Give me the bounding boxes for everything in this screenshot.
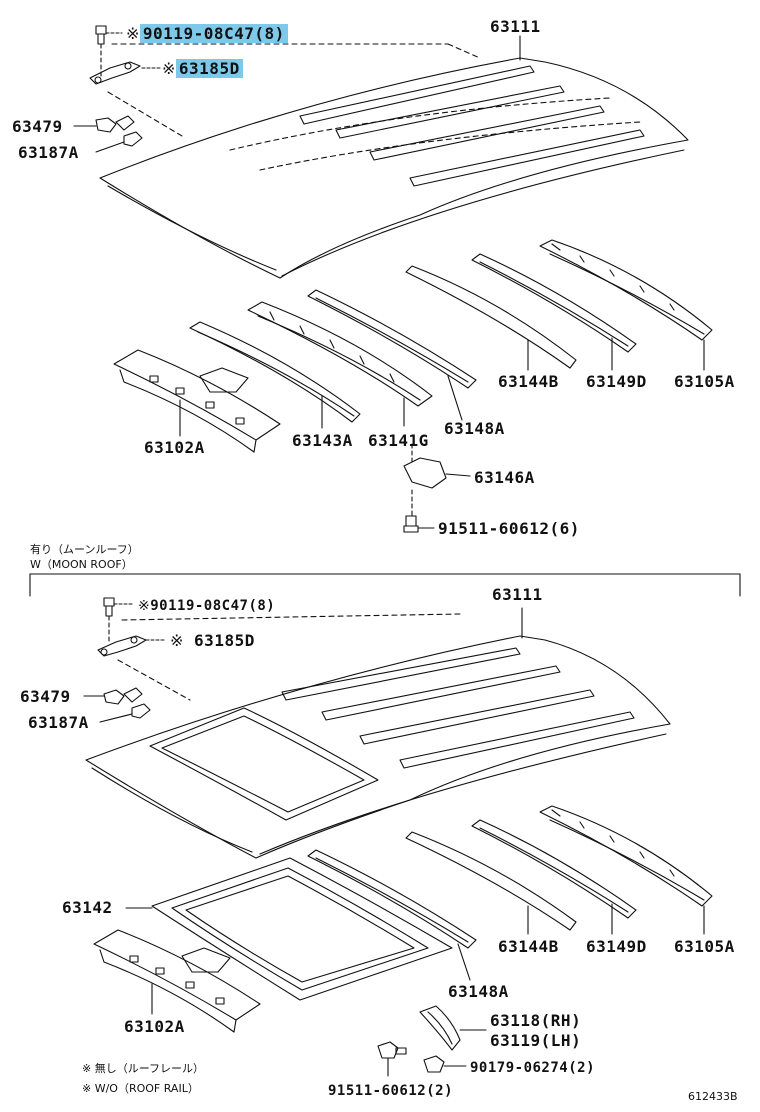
rail-63105a-top [539,239,713,371]
section-title-en: W（MOON ROOF） [30,558,133,571]
label-63149d-bottom: 63149D [586,937,647,956]
label-63102a-bottom: 63102A [124,1017,185,1036]
label-63144b-top: 63144B [498,372,559,391]
bolt-91511-bottom [377,1041,407,1077]
bow-63144b-top [405,265,577,371]
label-91511-top: 91511-60612(6) [438,519,580,538]
bracket-63185d-top [89,43,161,85]
bow-63148a-bottom [307,849,477,981]
clip-63479-bottom [83,687,143,705]
label-91511-bottom: 91511-60612(2) [328,1083,454,1099]
frame-63142-bottom [125,857,453,1001]
bow-63149d-bottom [471,819,637,935]
label-63187a-top: 63187A [18,143,79,162]
bow-63148a-top [307,289,477,421]
label-63105a-bottom: 63105A [674,937,735,956]
label-63146a-top: 63146A [474,468,535,487]
bow-63141g-top [247,301,433,427]
label-90119-top: ※90119-08C47(8) [126,24,288,43]
section-divider [29,573,741,597]
label-63105a-top: 63105A [674,372,735,391]
bracket-63146a-top [403,443,471,517]
bolt-90119-top [95,25,123,45]
label-63142-bottom: 63142 [62,898,113,917]
label-63187a-bottom: 63187A [28,713,89,732]
assembly-lines-bottom [117,613,461,701]
label-63185d-top: ※63185D [162,59,243,78]
clip-63187a-bottom [99,703,151,723]
label-63148a-top: 63148A [444,419,505,438]
label-90119-bottom: ※90119-08C47(8) [138,598,276,614]
bow-63144b-bottom [405,831,577,935]
label-63479-top: 63479 [12,117,63,136]
rail-63105a-bottom [539,805,713,935]
footnote-jp: ※ 無し（ルーフレール） [82,1062,205,1075]
roof-ribs-top [229,65,645,187]
label-63111-top: 63111 [490,17,541,36]
label-63119-lh: 63119(LH) [490,1031,582,1050]
bow-63149d-top [471,253,637,371]
label-63118-rh: 63118(RH) [490,1011,582,1030]
bracket-63185d-bottom [97,635,167,657]
header-63102a-bottom [93,929,261,1033]
bolt-91511-top [403,515,435,533]
label-63141g-top: 63141G [368,431,429,450]
bracket-63118-63119 [419,1005,487,1051]
header-63102a-top [113,349,281,453]
bow-63143a-top [189,321,361,429]
label-63143a-top: 63143A [292,431,353,450]
clip-63187a-top [95,131,143,153]
label-63479-bottom: 63479 [20,687,71,706]
footnote-en: ※ W/O（ROOF RAIL） [82,1082,199,1095]
label-63102a-top: 63102A [144,438,205,457]
bolt-90119-bottom [103,597,135,643]
label-63111-bottom: 63111 [492,585,543,604]
section-title-jp: 有り（ムーンルーフ） [30,543,139,556]
diagram-id: 612433B [688,1090,738,1103]
label-63148a-bottom: 63148A [448,982,509,1001]
assembly-lines-top [107,43,481,137]
roof-ribs-bottom [281,647,635,769]
clip-63479-top [73,115,135,133]
label-63149d-top: 63149D [586,372,647,391]
label-90179: 90179-06274(2) [470,1060,596,1076]
label-63185d-bottom: ※ 63185D [170,631,255,650]
nut-90179 [423,1055,467,1073]
roof-panel-63111-bottom [85,607,671,859]
label-63144b-bottom: 63144B [498,937,559,956]
roof-panel-63111-top [99,35,689,279]
